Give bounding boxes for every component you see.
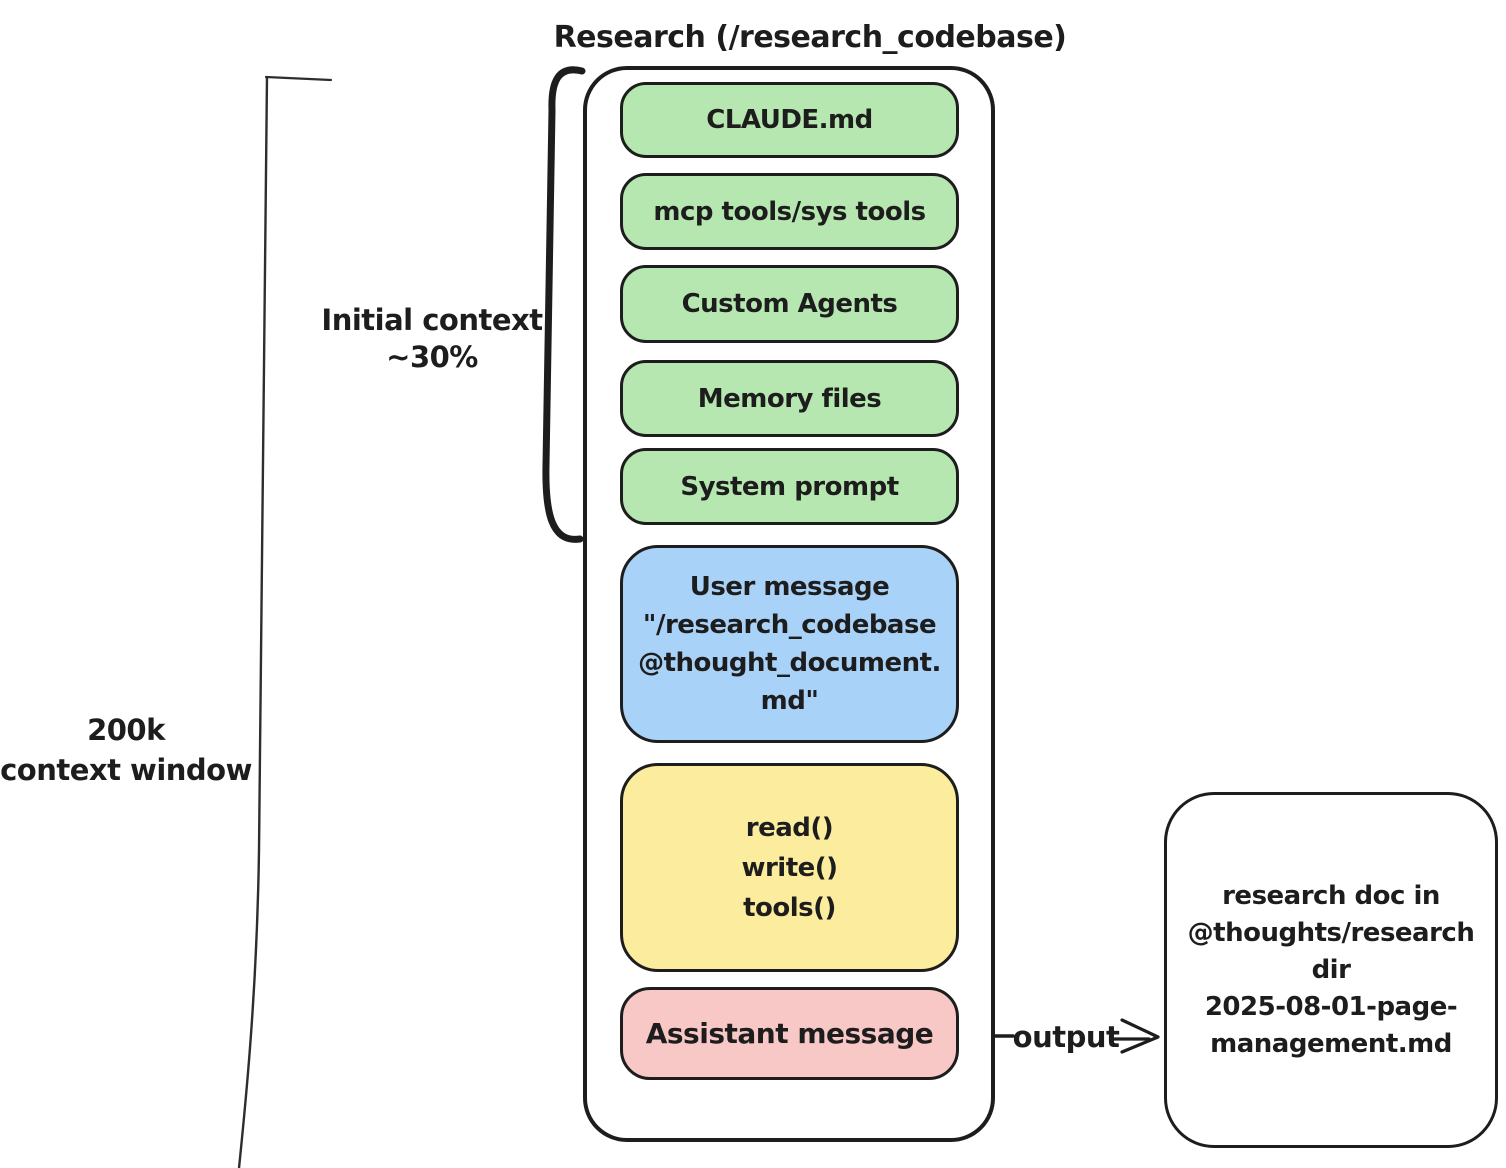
user-message-line: @thought_document. — [638, 648, 941, 678]
stack-item-label: Assistant message — [645, 1017, 934, 1050]
axis-line — [237, 75, 269, 1168]
stack-item-label: CLAUDE.md — [706, 105, 873, 135]
user-message-line: md" — [760, 686, 819, 716]
initial-context-label-line2: ~30% — [386, 340, 478, 374]
stack-item-label: Memory files — [697, 383, 882, 414]
context-window-label-line2: context window — [0, 753, 252, 787]
context-stack-container: CLAUDE.md mcp tools/sys tools Custom Age… — [583, 66, 995, 1142]
initial-context-label-line1: Initial context — [321, 303, 543, 337]
stack-item-claude-md: CLAUDE.md — [620, 82, 959, 158]
initial-context-label: Initial context ~30% — [298, 302, 566, 376]
stack-item-custom-agents: Custom Agents — [620, 265, 959, 343]
doc-box-line: @thoughts/research — [1187, 917, 1475, 948]
user-message-line: "/research_codebase — [642, 610, 937, 640]
stack-item-assistant-message: Assistant message — [620, 987, 959, 1080]
stack-item-mcp-tools: mcp tools/sys tools — [620, 173, 959, 250]
output-doc-box: research doc in @thoughts/research dir 2… — [1164, 792, 1498, 1148]
diagram-title: Research (/research_codebase) — [553, 20, 1067, 55]
stack-item-label: mcp tools/sys tools — [653, 196, 926, 227]
user-message-line: User message — [689, 572, 890, 602]
stack-item-system-prompt: System prompt — [620, 448, 959, 525]
stack-item-label: Custom Agents — [681, 289, 898, 319]
output-arrow-icon — [1112, 1018, 1160, 1054]
tool-call-line: tools() — [743, 892, 836, 923]
output-label: output — [1012, 1020, 1120, 1054]
stack-item-tool-calls: read() write() tools() — [620, 763, 959, 972]
axis-top-tick — [264, 75, 333, 82]
tool-call-line: write() — [741, 852, 838, 883]
context-window-label: 200k context window — [0, 710, 252, 790]
doc-box-line: dir — [1311, 954, 1351, 985]
stack-item-label: System prompt — [680, 471, 899, 502]
doc-box-line: 2025-08-01-page- — [1204, 991, 1458, 1022]
context-window-axis — [237, 75, 333, 1168]
stack-item-memory-files: Memory files — [620, 360, 959, 437]
doc-box-line: management.md — [1210, 1028, 1452, 1059]
tool-call-line: read() — [745, 812, 834, 843]
context-window-label-line1: 200k — [87, 713, 165, 747]
doc-box-line: research doc in — [1222, 880, 1440, 911]
stack-item-user-message: User message "/research_codebase @though… — [620, 545, 959, 743]
